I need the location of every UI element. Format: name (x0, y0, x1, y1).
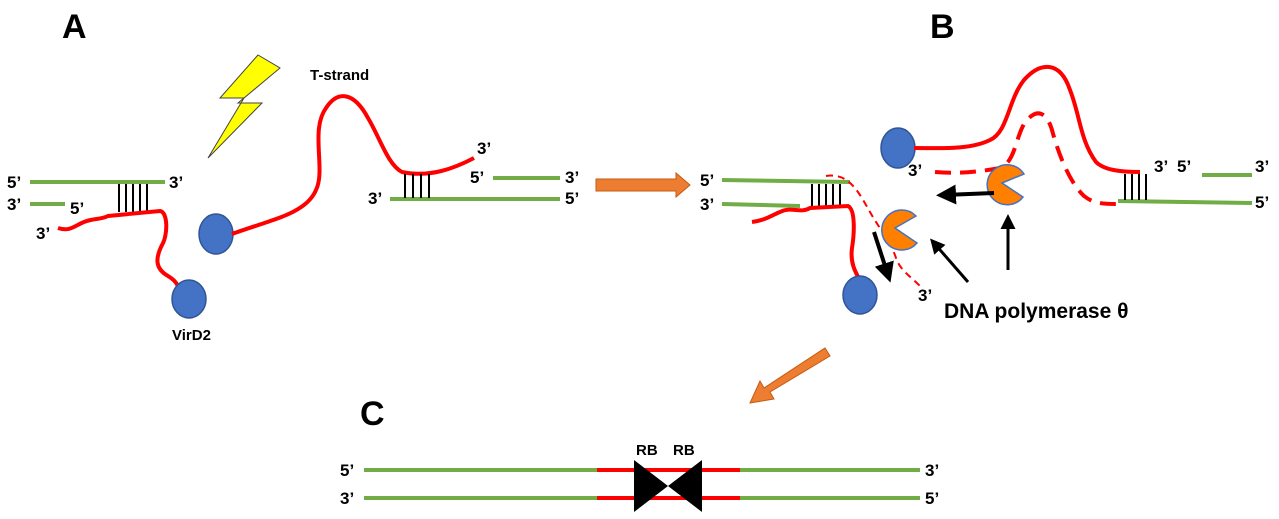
dna-strand-bottom-right (1117, 199, 1253, 205)
end-label: 3’ (36, 224, 50, 243)
end-label: 5’ (70, 199, 84, 218)
process-arrow-icon (595, 171, 691, 199)
end-label: 3’ (169, 173, 183, 192)
dna-strand-bottom-left (721, 202, 801, 208)
t-strand-left (57, 208, 181, 297)
virD2-protein-middle (198, 213, 234, 255)
end-label: 5’ (340, 461, 354, 480)
dna-strand-top-left (721, 178, 851, 184)
base-pairs-b-right (1124, 174, 1147, 200)
panel-c: RB RB 5’ 3’ 3’ 5’ (340, 442, 939, 512)
panel-b: 5’ 3’ 3’ 3’ 3’ 5’ 3’ 5’ DNA polymerase θ (700, 64, 1269, 323)
end-label: 3’ (908, 161, 922, 180)
base-pairs-right (404, 174, 430, 198)
polymerase-label: DNA polymerase θ (944, 300, 1128, 323)
end-label: 3’ (1255, 157, 1269, 176)
end-label: 3’ (1154, 157, 1168, 176)
base-pairs-left (118, 184, 148, 212)
lightning-icon (207, 54, 281, 159)
t-strand-label: T-strand (310, 67, 369, 84)
panel-label-c: C (360, 395, 385, 433)
end-label: 5’ (470, 168, 484, 187)
end-label: 5’ (1177, 157, 1191, 176)
end-label: 3’ (565, 168, 579, 187)
rb-label-left: RB (636, 442, 658, 459)
rb-triangle-left-icon (634, 460, 668, 512)
direction-arrow (936, 184, 995, 205)
t-strand-b-arc (913, 64, 1141, 174)
end-label: 3’ (918, 286, 932, 305)
direction-arrow (872, 231, 894, 283)
end-label: 5’ (700, 171, 714, 190)
polymerase-icon (881, 209, 919, 251)
process-arrow-icon (749, 347, 831, 404)
rb-label-right: RB (673, 442, 695, 459)
rb-triangle-right-icon (668, 460, 702, 512)
base-pairs-b-left (811, 184, 841, 206)
polymerase-icon (986, 164, 1026, 206)
virD2-protein-left (171, 279, 207, 319)
new-synthesis-b-arc (934, 111, 1119, 206)
end-label: 3’ (477, 139, 491, 158)
end-label: 3’ (340, 489, 354, 508)
pointer-arrow (930, 238, 970, 283)
end-label: 3’ (925, 461, 939, 480)
t-strand-b-left (751, 203, 862, 282)
end-label: 3’ (700, 195, 714, 214)
end-label: 3’ (7, 195, 21, 214)
end-label: 5’ (7, 173, 21, 192)
end-label: 5’ (565, 189, 579, 208)
panel-label-a: A (62, 8, 87, 46)
end-label: 3’ (368, 189, 382, 208)
t-strand-loop (231, 94, 475, 236)
panel-a: 5’ 3’ 3’ 5’ 3’ 3’ 5’ 3’ 3’ 5’ T-strand V… (7, 54, 579, 344)
panel-label-b: B (930, 8, 955, 46)
virD2-protein-b-left (842, 275, 878, 315)
virD2-label: VirD2 (172, 327, 211, 344)
end-label: 5’ (1255, 193, 1269, 212)
end-label: 5’ (925, 489, 939, 508)
